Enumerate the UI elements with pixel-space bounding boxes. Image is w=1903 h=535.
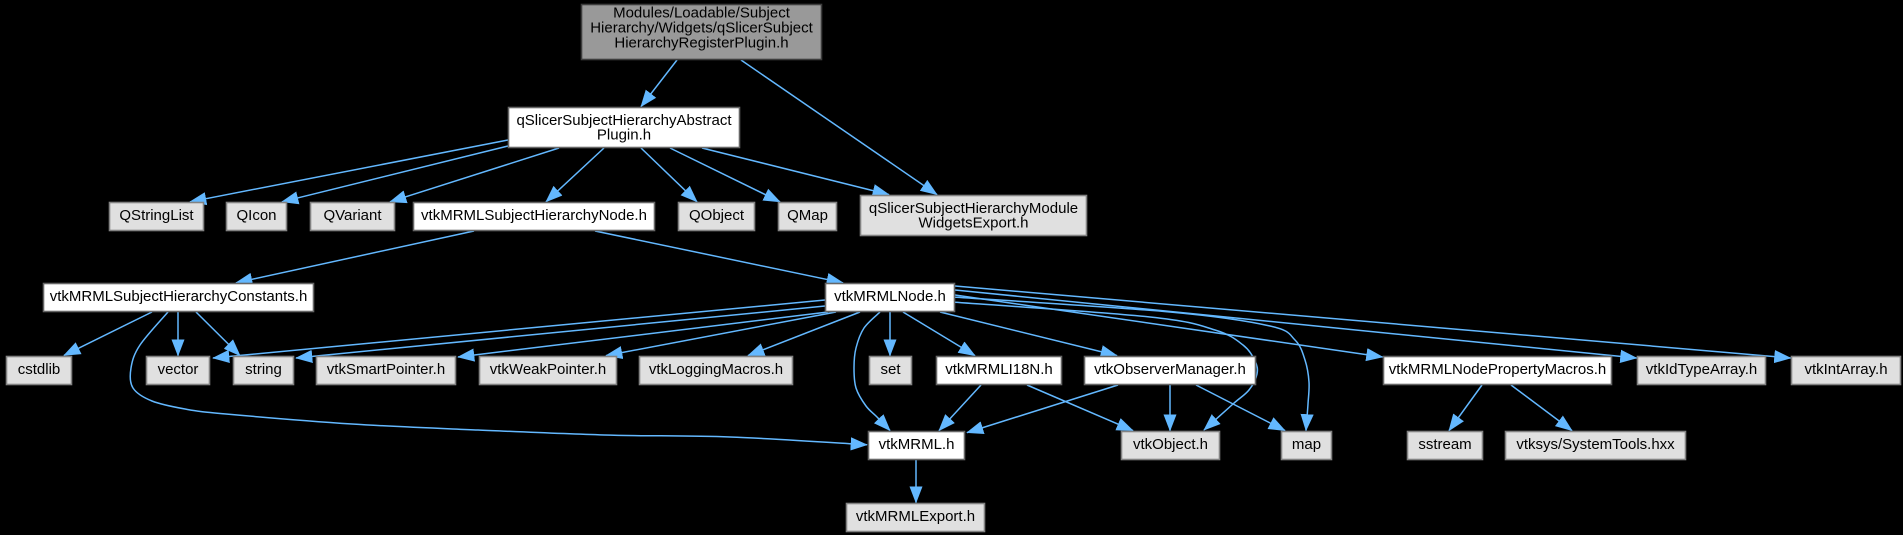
svg-text:Modules/Loadable/Subject: Modules/Loadable/Subject <box>613 5 791 22</box>
svg-text:vtkMRMLNodePropertyMacros.h: vtkMRMLNodePropertyMacros.h <box>1389 361 1607 378</box>
svg-text:vtkMRMLI18N.h: vtkMRMLI18N.h <box>945 361 1053 378</box>
svg-text:sstream: sstream <box>1418 436 1471 453</box>
svg-text:vtksys/SystemTools.hxx: vtksys/SystemTools.hxx <box>1516 436 1675 453</box>
svg-text:QObject: QObject <box>689 207 745 224</box>
svg-text:vector: vector <box>158 361 199 378</box>
svg-text:qSlicerSubjectHierarchyAbstrac: qSlicerSubjectHierarchyAbstract <box>516 112 732 129</box>
svg-text:vtkIdTypeArray.h: vtkIdTypeArray.h <box>1646 361 1757 378</box>
svg-text:HierarchyRegisterPlugin.h: HierarchyRegisterPlugin.h <box>614 35 788 52</box>
svg-text:vtkMRMLExport.h: vtkMRMLExport.h <box>856 508 975 525</box>
svg-text:string: string <box>245 361 282 378</box>
svg-text:map: map <box>1292 436 1321 453</box>
svg-text:vtkMRMLSubjectHierarchyConstan: vtkMRMLSubjectHierarchyConstants.h <box>50 288 308 305</box>
svg-text:QIcon: QIcon <box>236 207 276 224</box>
svg-text:cstdlib: cstdlib <box>18 361 61 378</box>
svg-text:QVariant: QVariant <box>323 207 382 224</box>
svg-text:Plugin.h: Plugin.h <box>597 127 651 144</box>
svg-text:qSlicerSubjectHierarchyModule: qSlicerSubjectHierarchyModule <box>869 200 1078 217</box>
svg-text:WidgetsExport.h: WidgetsExport.h <box>918 215 1028 232</box>
svg-text:Hierarchy/Widgets/qSlicerSubje: Hierarchy/Widgets/qSlicerSubject <box>590 20 813 37</box>
svg-text:vtkWeakPointer.h: vtkWeakPointer.h <box>490 361 606 378</box>
svg-text:vtkMRML.h: vtkMRML.h <box>879 436 955 453</box>
svg-text:vtkObserverManager.h: vtkObserverManager.h <box>1094 361 1246 378</box>
svg-text:vtkLoggingMacros.h: vtkLoggingMacros.h <box>649 361 783 378</box>
svg-text:QMap: QMap <box>787 207 828 224</box>
svg-text:vtkObject.h: vtkObject.h <box>1133 436 1208 453</box>
svg-text:vtkSmartPointer.h: vtkSmartPointer.h <box>327 361 445 378</box>
svg-text:vtkMRMLNode.h: vtkMRMLNode.h <box>834 288 946 305</box>
svg-text:set: set <box>880 361 901 378</box>
svg-text:vtkIntArray.h: vtkIntArray.h <box>1804 361 1887 378</box>
svg-text:vtkMRMLSubjectHierarchyNode.h: vtkMRMLSubjectHierarchyNode.h <box>421 207 647 224</box>
svg-text:QStringList: QStringList <box>119 207 194 224</box>
